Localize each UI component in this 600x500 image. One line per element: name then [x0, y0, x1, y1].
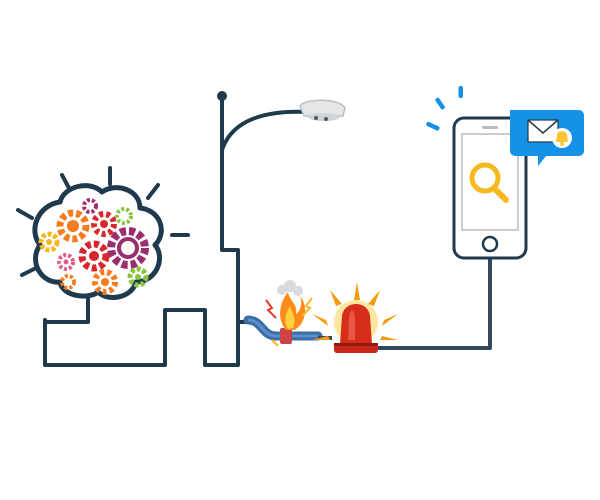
gear-orange [56, 209, 90, 243]
gear-green-2 [115, 207, 133, 225]
bell-icon [552, 128, 572, 148]
fire-pipe-icon [243, 280, 323, 347]
gear-green [127, 266, 149, 288]
envelope-notification-icon [510, 110, 584, 166]
connection-line-left [43, 96, 240, 367]
gear-large-purple [107, 227, 149, 269]
gear-orange-3 [60, 274, 76, 290]
signal-wave-icon [426, 86, 463, 131]
search-icon [469, 162, 509, 203]
brain-gears-icon [16, 166, 190, 300]
gear-yellow [38, 231, 60, 253]
siren-alarm-icon [312, 282, 398, 353]
gear-red [91, 211, 117, 237]
gear-orange-2 [92, 269, 118, 295]
smartphone-icon [452, 116, 528, 260]
gear-purple-2 [82, 198, 98, 214]
street-lamp-icon [217, 91, 346, 151]
gear-red-2 [78, 240, 110, 272]
gear-pink [57, 253, 75, 271]
connection-line-phone [378, 258, 492, 350]
